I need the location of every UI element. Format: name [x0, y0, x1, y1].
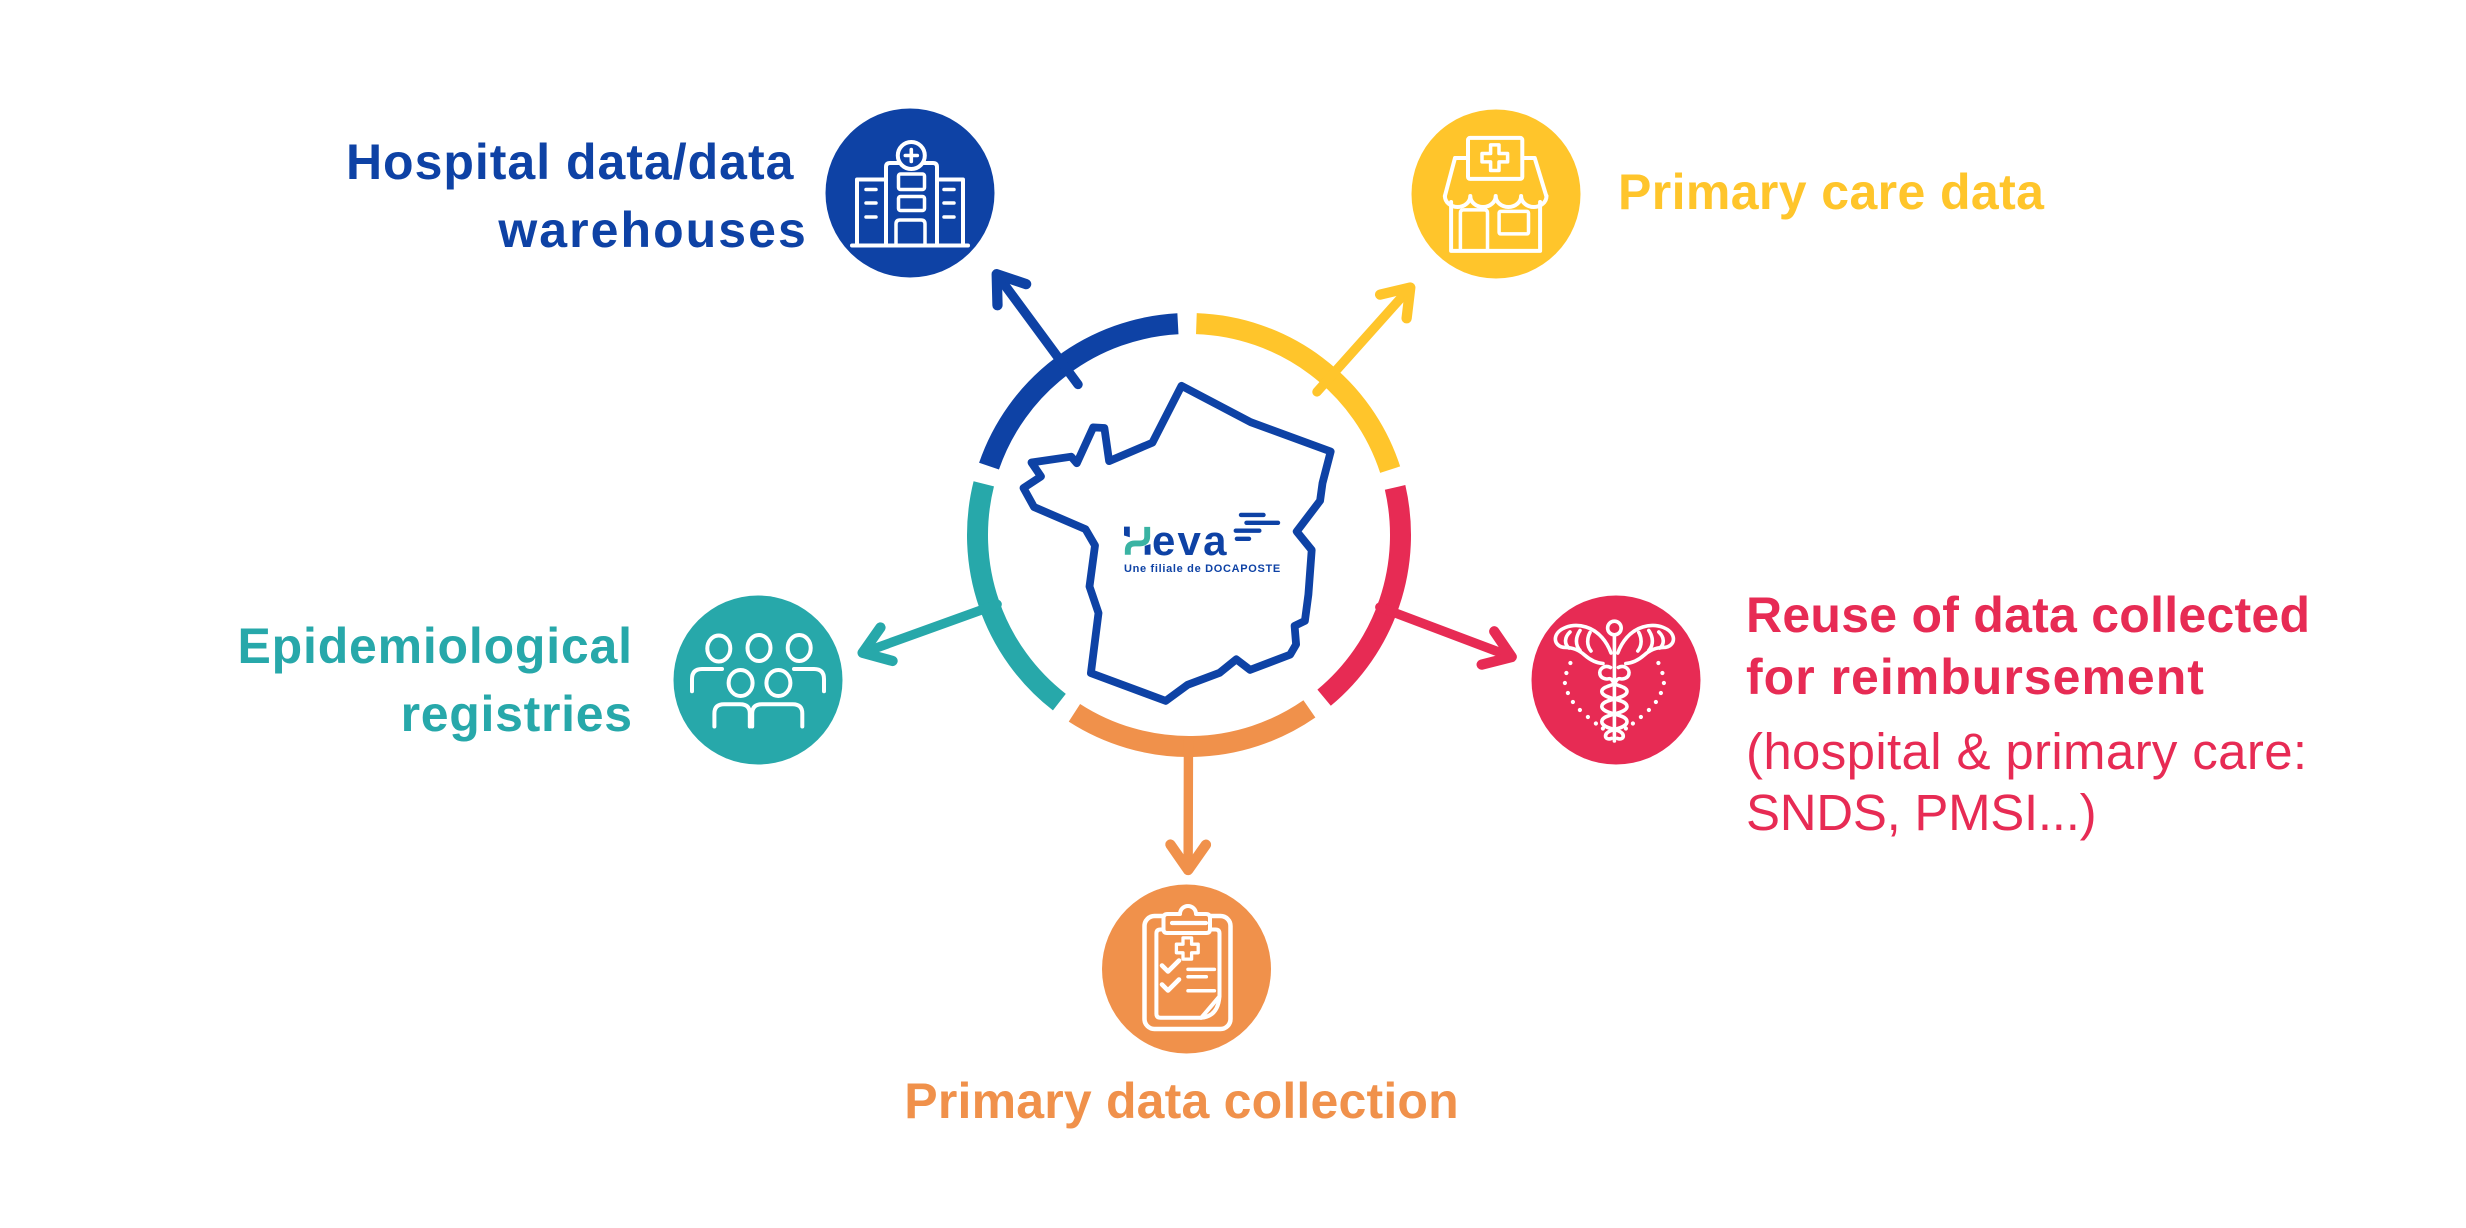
svg-text:eva: eva: [1152, 517, 1229, 564]
svg-text:Une filiale de DOCAPOSTE: Une filiale de DOCAPOSTE: [1124, 563, 1281, 575]
